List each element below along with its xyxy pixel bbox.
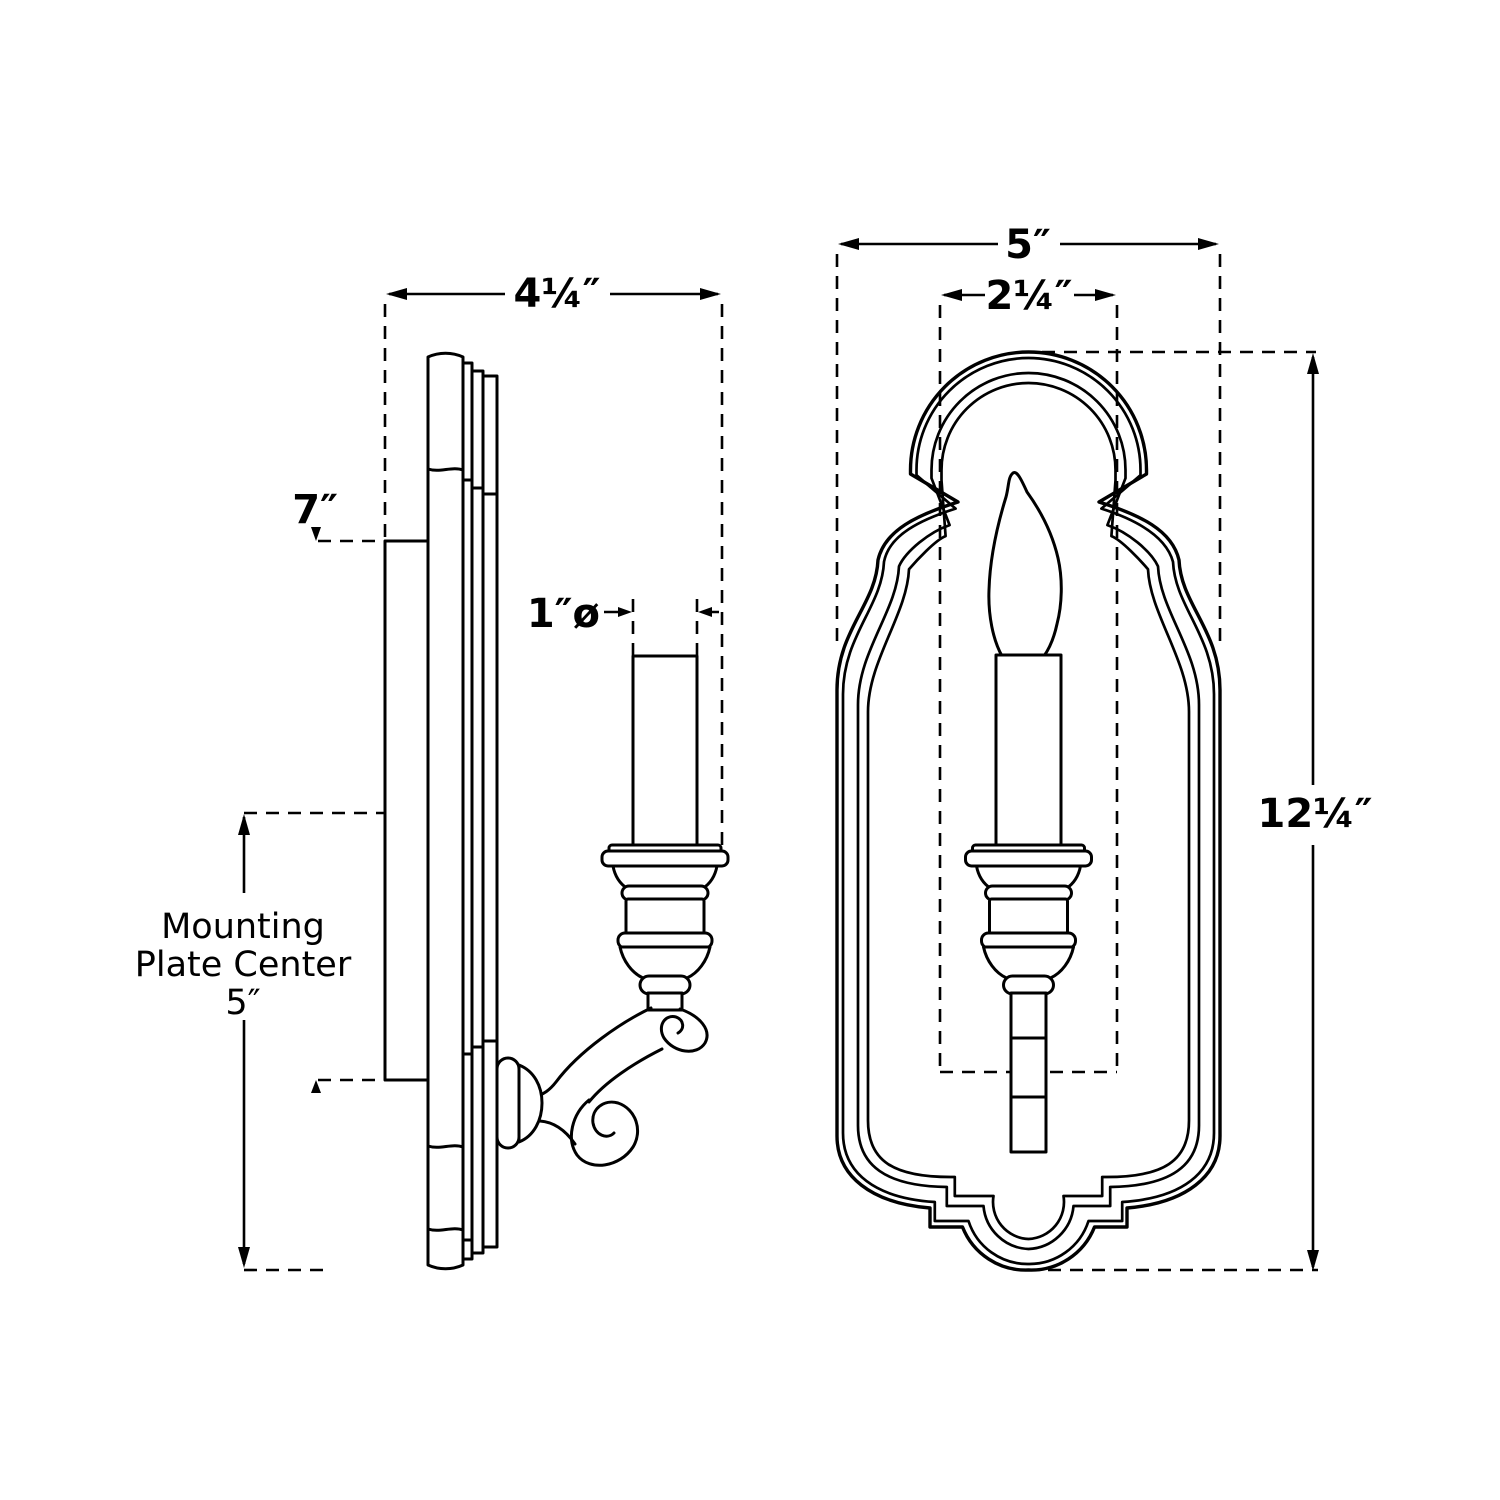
arrow-right-icon <box>1198 238 1219 250</box>
flame <box>987 471 1063 658</box>
candle-cup-side <box>600 843 730 996</box>
dim-backplate-width: 5″ <box>835 222 1222 648</box>
knob-bulb <box>517 1063 544 1144</box>
candle-front <box>994 653 1063 849</box>
arrow-up-icon <box>311 1080 321 1093</box>
backplate-front <box>835 350 1222 1272</box>
mounting-plate <box>383 539 430 1082</box>
dim-projection-width: 4¼″ <box>383 271 724 848</box>
dimension-annotations: 4¼″ 7″ 1″ø Mounting Plate Cent <box>135 222 1373 1272</box>
dim-overall-height: 12¼″ <box>1042 350 1373 1272</box>
backplate-outline-3 <box>856 371 1201 1251</box>
backplate-face-layer <box>426 351 465 1271</box>
arm-underside <box>538 1119 577 1146</box>
arrow-right-icon <box>1095 289 1116 301</box>
backplate-outline-1 <box>835 350 1222 1272</box>
candle-stem <box>1009 991 1048 1154</box>
dim-candle-diameter: 1″ø <box>527 591 719 655</box>
mounting-knob <box>495 1056 544 1150</box>
stem-body <box>1009 991 1048 1154</box>
arm-upper-scroll <box>659 1007 709 1053</box>
scroll-arm <box>536 1006 709 1167</box>
backplate-face-joints <box>426 467 465 1232</box>
candle-neck-side <box>646 991 684 1012</box>
knob-collar <box>495 1056 521 1150</box>
dim-mounting-plate-height: 7″ <box>292 487 385 1093</box>
arm-lower-scroll <box>569 1098 639 1167</box>
arrow-up-icon <box>238 814 250 835</box>
backplate-layer-4 <box>481 374 499 1249</box>
arrow-down-icon <box>1307 1250 1319 1271</box>
backplate-outline-4 <box>866 381 1191 1241</box>
arrow-left-icon <box>698 607 712 617</box>
arrow-right-icon <box>700 288 721 300</box>
candle-cup-front <box>964 843 1093 996</box>
dim-candle-inset-width: 2¼″ <box>938 273 1119 1074</box>
arm-outer-edge <box>536 1006 653 1098</box>
candle-side <box>631 654 699 850</box>
backplate-layer-2 <box>461 361 474 1261</box>
side-elevation-view <box>383 351 730 1271</box>
mounting-center-value: 5″ <box>225 983 260 1023</box>
dim-label: 1″ø <box>527 591 600 637</box>
backplate-layer-3 <box>470 369 485 1255</box>
arrow-right-icon <box>618 607 632 617</box>
front-elevation-view <box>835 350 1222 1272</box>
dim-mounting-plate-center: Mounting Plate Center 5″ <box>135 811 385 1272</box>
backplate-outline-2 <box>841 356 1216 1266</box>
arrow-down-icon <box>238 1247 250 1268</box>
mounting-center-label-line1: Mounting <box>161 907 325 947</box>
arm-inner-edge <box>587 1047 664 1104</box>
dim-label: 12¼″ <box>1258 791 1373 837</box>
dim-label: 2¼″ <box>985 273 1072 319</box>
arrow-down-icon <box>311 527 321 541</box>
dim-label: 4¼″ <box>513 271 600 317</box>
stem-joints <box>1009 1036 1048 1099</box>
arrow-left-icon <box>386 288 407 300</box>
arrow-left-icon <box>838 238 859 250</box>
dim-label: 7″ <box>292 487 338 533</box>
arrow-up-icon <box>1307 353 1319 374</box>
arrow-left-icon <box>941 289 962 301</box>
backplate-side-profile <box>426 351 499 1271</box>
mounting-center-label-line2: Plate Center <box>135 945 352 985</box>
dim-label: 5″ <box>1005 222 1051 268</box>
